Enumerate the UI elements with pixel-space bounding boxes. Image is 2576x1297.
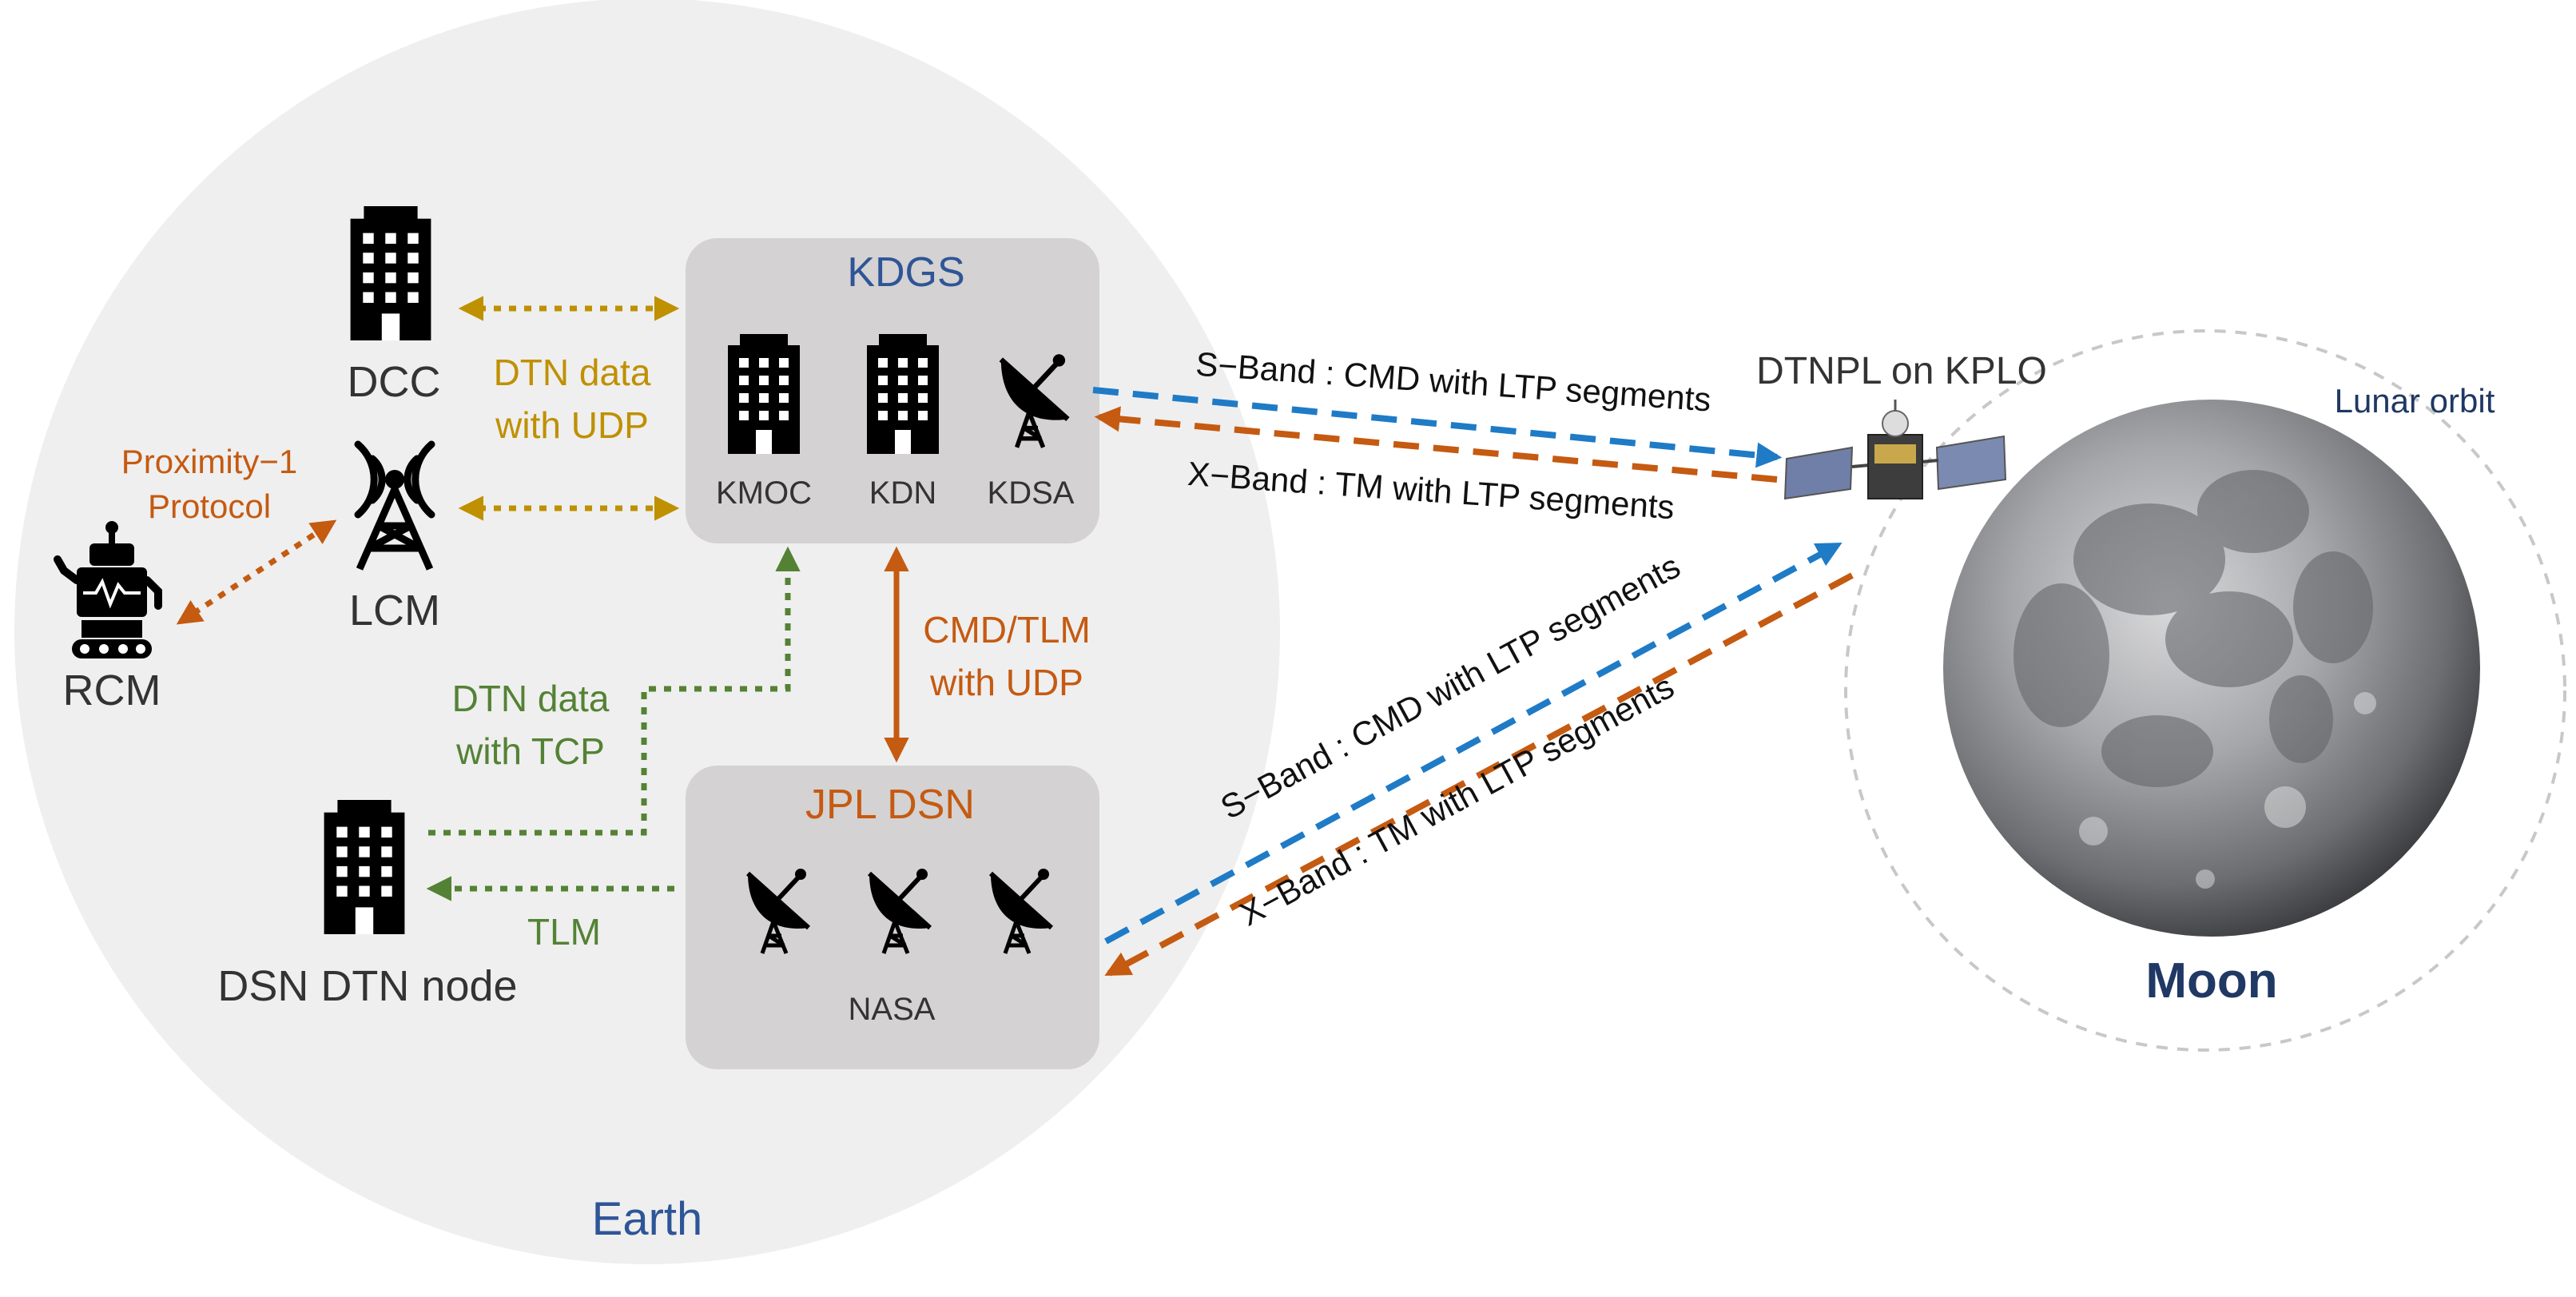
dsn-x-band-link-arrow <box>1104 572 1854 977</box>
cmd-tlm-label-line1: CMD/TLM <box>923 609 1091 650</box>
spacecraft-label: DTNPL on KPLO <box>1756 350 2047 392</box>
kdn-label: KDN <box>869 475 936 511</box>
dcc-building-icon <box>350 206 431 340</box>
kdsa-label: KDSA <box>988 475 1075 511</box>
kplo-spacecraft-image <box>1783 400 2007 500</box>
dtn-udp-label-line2: with UDP <box>495 404 649 446</box>
dcc-label: DCC <box>348 358 441 406</box>
lunar-orbit-ring <box>1844 329 2566 1052</box>
rcm-robot-icon <box>54 521 162 658</box>
lunar-orbit-label: Lunar orbit <box>2335 382 2495 420</box>
lcm-tower-icon <box>354 440 435 571</box>
proximity-label-line2: Protocol <box>148 487 271 525</box>
proximity-label-line1: Proximity−1 <box>121 443 298 480</box>
dsn-dtn-label: DSN DTN node <box>217 962 517 1010</box>
kmoc-building-icon <box>728 334 800 454</box>
kdgs-title: KDGS <box>847 249 964 296</box>
moon-label: Moon <box>2145 953 2277 1009</box>
dtn-udp-label-line1: DTN data <box>494 352 651 393</box>
kmoc-label: KMOC <box>716 475 812 511</box>
kdn-building-icon <box>867 334 939 454</box>
earth-label: Earth <box>592 1193 703 1245</box>
dsn-dtn-building-icon <box>324 800 405 934</box>
tlm-label: TLM <box>527 911 601 953</box>
kdsa-s-band-link-arrow <box>1092 387 1783 468</box>
cmd-tlm-label-line2: with UDP <box>929 662 1083 703</box>
dsn-s-band-link-arrow <box>1104 542 1843 945</box>
jpl-dsn-title: JPL DSN <box>805 782 975 828</box>
moon-image <box>1943 400 2480 937</box>
lcm-label: LCM <box>349 587 440 635</box>
dtn-tcp-label-line2: with TCP <box>455 730 605 772</box>
dsn-x-band-label: X−Band : TM with LTP segments <box>1234 667 1680 933</box>
jpl-dsn-subtitle: NASA <box>849 992 936 1027</box>
kdsa-x-band-link-arrow <box>1094 406 1778 483</box>
dsn-dtn-kdgs-link-arrow <box>428 546 801 836</box>
dtn-tcp-label-line1: DTN data <box>452 678 610 719</box>
rcm-label: RCM <box>63 666 161 714</box>
